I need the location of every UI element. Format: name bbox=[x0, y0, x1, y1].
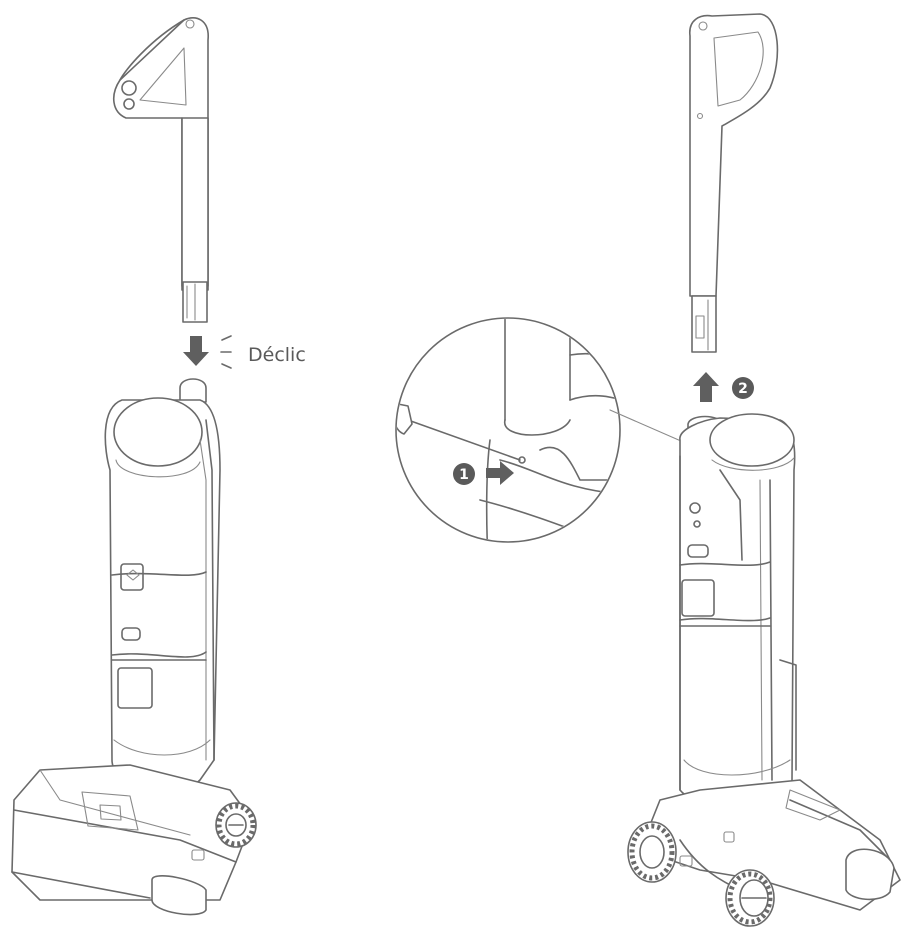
lift-arrow-group: 2 bbox=[693, 372, 754, 402]
step-2-number: 2 bbox=[738, 381, 748, 397]
arrow-down-icon bbox=[183, 336, 209, 366]
right-vacuum-body bbox=[679, 413, 797, 807]
right-floor-head bbox=[627, 779, 901, 927]
zoom-detail: 1 bbox=[395, 317, 698, 543]
click-sound-icon bbox=[220, 335, 232, 369]
arrow-right-icon bbox=[486, 461, 514, 485]
left-handle bbox=[113, 16, 209, 323]
step-1-number: 1 bbox=[459, 467, 469, 483]
insert-arrow-group: Déclic bbox=[183, 335, 306, 369]
left-floor-head bbox=[11, 764, 257, 916]
click-label: Déclic bbox=[248, 344, 306, 366]
right-handle bbox=[689, 13, 779, 353]
step-1-badge bbox=[453, 463, 475, 485]
step-2-badge bbox=[732, 377, 754, 399]
arrow-up-icon bbox=[693, 372, 719, 402]
left-vacuum-body bbox=[104, 378, 221, 792]
